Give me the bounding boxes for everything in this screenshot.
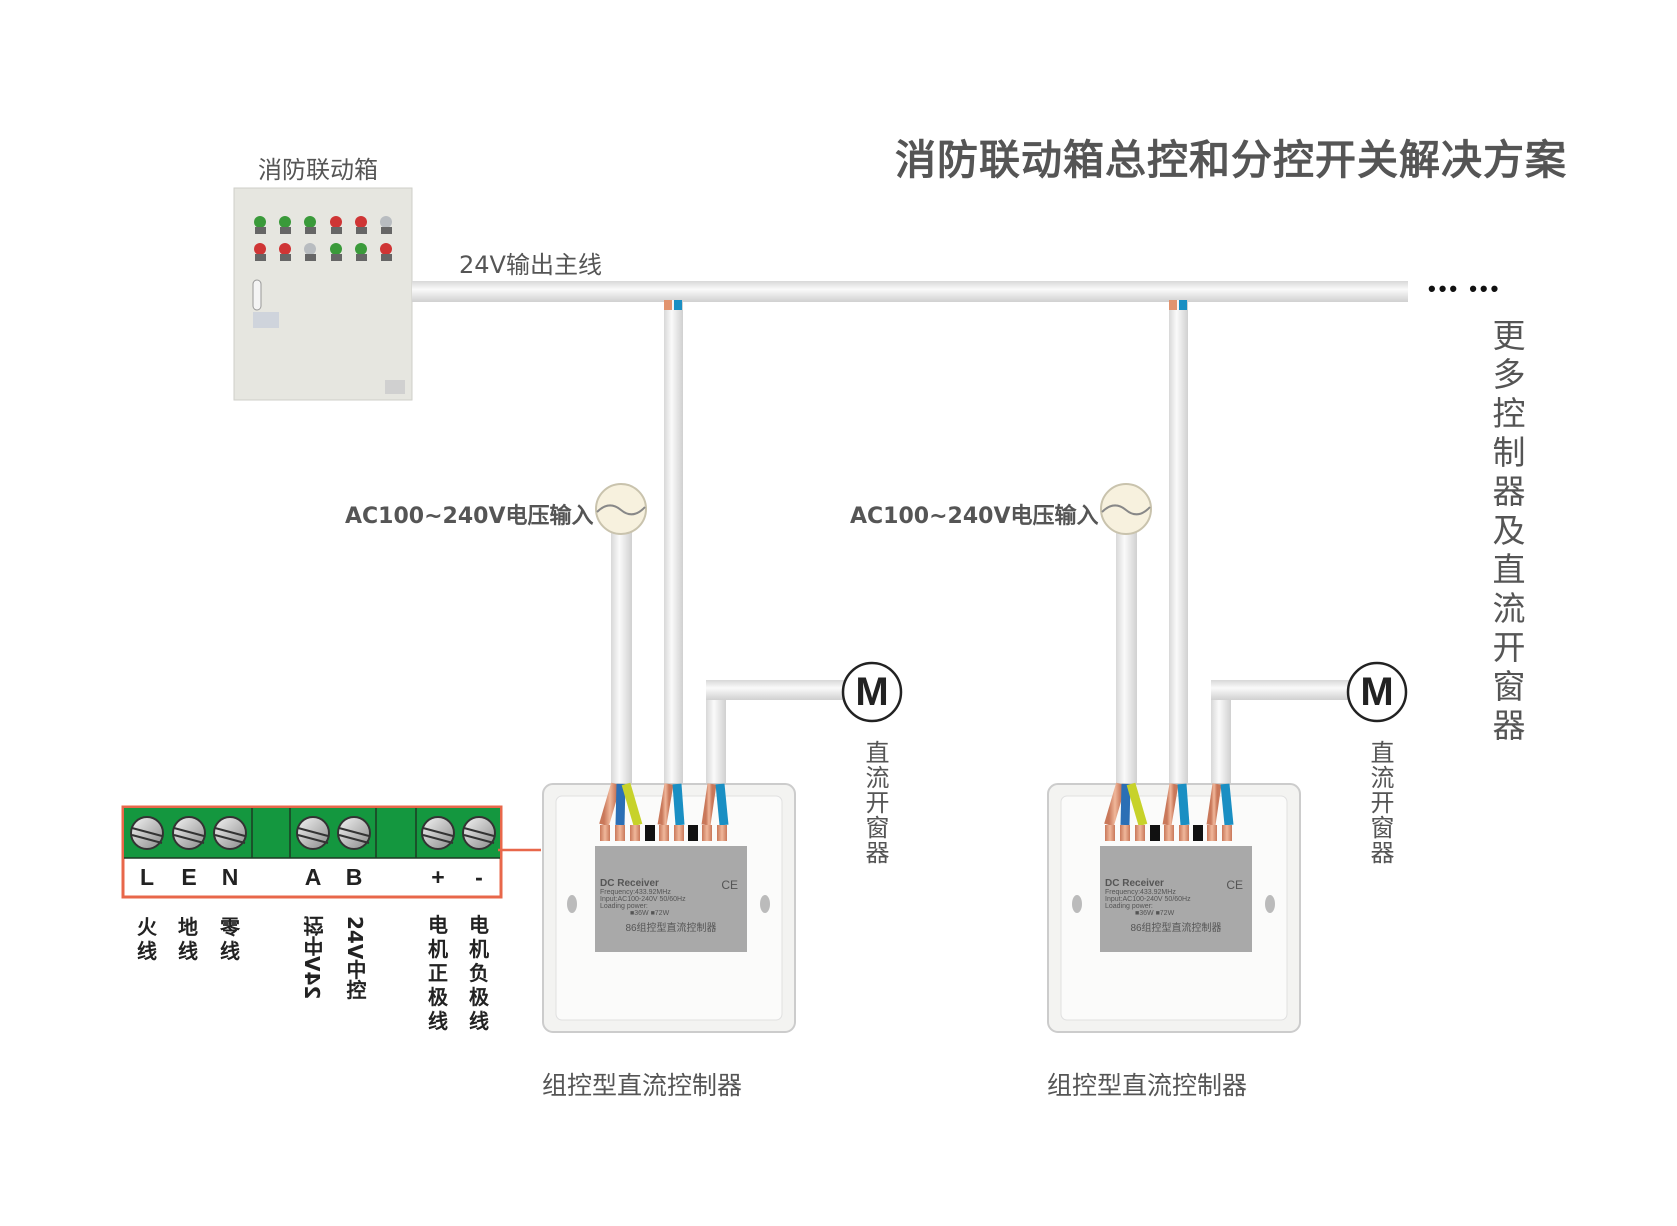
motor-symbol: M xyxy=(855,670,889,714)
motor-cable xyxy=(706,682,726,790)
controller-plate-text: DC Receiver Frequency:433.92MHz Input:AC… xyxy=(600,878,742,934)
motor-cable xyxy=(1211,682,1231,790)
terminal-desc: 火线 xyxy=(137,917,157,963)
terminal-desc: 电机正极线 xyxy=(428,915,448,1033)
terminal-desc: 零线 xyxy=(220,917,240,963)
plate-frequency: Frequency:433.92MHz xyxy=(1105,889,1176,896)
plate-heading: DC Receiver xyxy=(600,878,659,889)
terminal-code: A xyxy=(304,864,322,890)
nameplate xyxy=(253,312,279,328)
ac-input-cable xyxy=(1116,532,1137,790)
ac-input-label: AC100~240V电压输入 xyxy=(850,504,1099,529)
ce-mark: CE xyxy=(721,878,738,892)
wire-terminals xyxy=(599,782,729,841)
terminal-code: E xyxy=(181,864,197,890)
plate-model: 86组控型直流控制器 xyxy=(625,923,717,934)
ac-input-cable xyxy=(611,532,632,790)
terminal-code: L xyxy=(139,864,155,890)
label-plate xyxy=(595,846,747,952)
motor-label: 直流开窗器 xyxy=(1366,740,1394,865)
controller-caption: 组控型直流控制器 xyxy=(542,1071,743,1100)
terminal-code: - xyxy=(475,864,483,890)
terminal-desc: 24V中控 xyxy=(343,916,367,1000)
plate-frequency: Frequency:433.92MHz xyxy=(600,889,671,896)
ac-input-label: AC100~240V电压输入 xyxy=(345,504,594,529)
plate-input: Input:AC100-240V 50/60Hz xyxy=(1105,896,1191,903)
controller-caption: 组控型直流控制器 xyxy=(1047,1071,1248,1100)
terminal-desc: 地线 xyxy=(178,917,198,963)
bus-drop-cable xyxy=(1169,300,1188,790)
main-bus-label: 24V输出主线 xyxy=(459,251,602,279)
wire-terminals xyxy=(1104,782,1234,841)
label-plate xyxy=(1100,846,1252,952)
more-controllers-note: 更多控制器及直流开窗器 xyxy=(1487,318,1526,747)
controller-group-1 xyxy=(542,300,903,1033)
motor-icon xyxy=(1346,661,1408,723)
controller-plate-text: DC Receiver Frequency:433.92MHz Input:AC… xyxy=(1105,878,1247,934)
plate-model: 86组控型直流控制器 xyxy=(1130,923,1222,934)
main-bus-cable xyxy=(412,281,1408,302)
terminal-code: + xyxy=(431,864,445,890)
plate-input: Input:AC100-240V 50/60Hz xyxy=(600,896,686,903)
fire-linkage-box xyxy=(233,187,413,401)
plate-options: ■36W ■72W xyxy=(630,910,670,917)
plate-loading: Loading power: xyxy=(600,903,648,910)
terminal-desc: 电机负极线 xyxy=(469,915,489,1033)
terminal-block-diagram xyxy=(121,805,541,899)
terminal-screws xyxy=(130,816,496,850)
motor-icon xyxy=(841,661,903,723)
bus-drop-cable xyxy=(664,300,683,790)
terminal-code: N xyxy=(221,864,239,890)
ce-mark: CE xyxy=(1226,878,1243,892)
diagram-title: 消防联动箱总控和分控开关解决方案 xyxy=(895,136,1567,184)
motor-symbol: M xyxy=(1360,670,1394,714)
indicator-lights xyxy=(254,216,392,261)
controller-group-2 xyxy=(1047,300,1408,1033)
motor-label: 直流开窗器 xyxy=(861,740,889,865)
continuation-dots: ••• ••• xyxy=(1428,276,1502,301)
plate-loading: Loading power: xyxy=(1105,903,1153,910)
terminal-desc: 24V中控 xyxy=(300,916,324,1000)
fire-box-label: 消防联动箱 xyxy=(258,156,378,184)
terminal-code: B xyxy=(345,864,363,890)
plate-options: ■36W ■72W xyxy=(1135,910,1175,917)
plate-heading: DC Receiver xyxy=(1105,878,1164,889)
door-handle xyxy=(252,279,262,311)
